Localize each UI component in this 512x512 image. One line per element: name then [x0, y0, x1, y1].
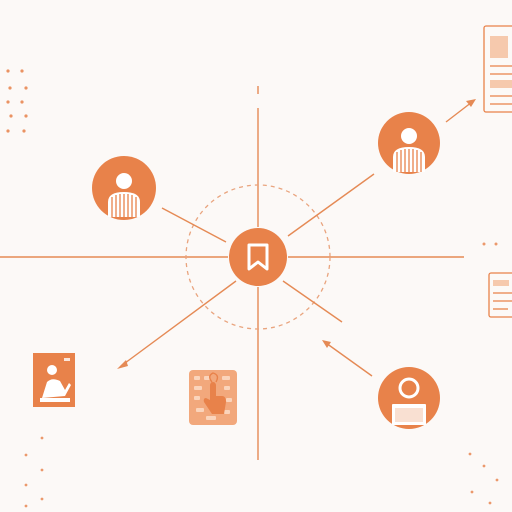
- connector-bottom-right-outer: [325, 342, 373, 377]
- hand-touch-icon: [194, 372, 232, 420]
- axis-lines: [0, 86, 464, 460]
- dot-pattern-left-bottom: [24, 436, 44, 508]
- dot-pattern-right-middle: [482, 242, 498, 246]
- hub-circle: [229, 228, 287, 286]
- user-laptop-icon: [392, 377, 426, 425]
- user-node-bottom-right[interactable]: [378, 367, 440, 429]
- connectors: [120, 101, 473, 377]
- dot-pattern-right-bottom: [468, 452, 499, 505]
- connector-bottom-right: [282, 280, 343, 323]
- person-card-icon: [40, 358, 71, 402]
- bookmark-icon: [247, 243, 269, 271]
- connector-top-left: [161, 207, 227, 243]
- arrowhead-bottom-left: [117, 360, 128, 369]
- dashed-orbit: [185, 184, 331, 330]
- user-node-top-left[interactable]: [92, 156, 156, 220]
- arrowhead-bottom-right: [322, 340, 331, 348]
- user-icon: [393, 128, 425, 172]
- connector-top-right: [287, 173, 375, 237]
- dot-pattern-left-top: [6, 69, 28, 133]
- document-top-right[interactable]: [483, 25, 512, 113]
- portrait-card[interactable]: [33, 353, 75, 407]
- document-mid-right[interactable]: [488, 272, 512, 318]
- document-icon: [483, 25, 512, 113]
- arrowhead-document: [466, 99, 476, 107]
- form-icon: [488, 272, 512, 318]
- hub-node[interactable]: [229, 228, 287, 286]
- user-node-top-right[interactable]: [378, 112, 440, 174]
- connector-document: [445, 101, 473, 123]
- arrowheads: [117, 99, 476, 369]
- user-icon: [108, 173, 140, 217]
- connector-bottom-left: [120, 280, 237, 367]
- touch-card[interactable]: [189, 370, 237, 425]
